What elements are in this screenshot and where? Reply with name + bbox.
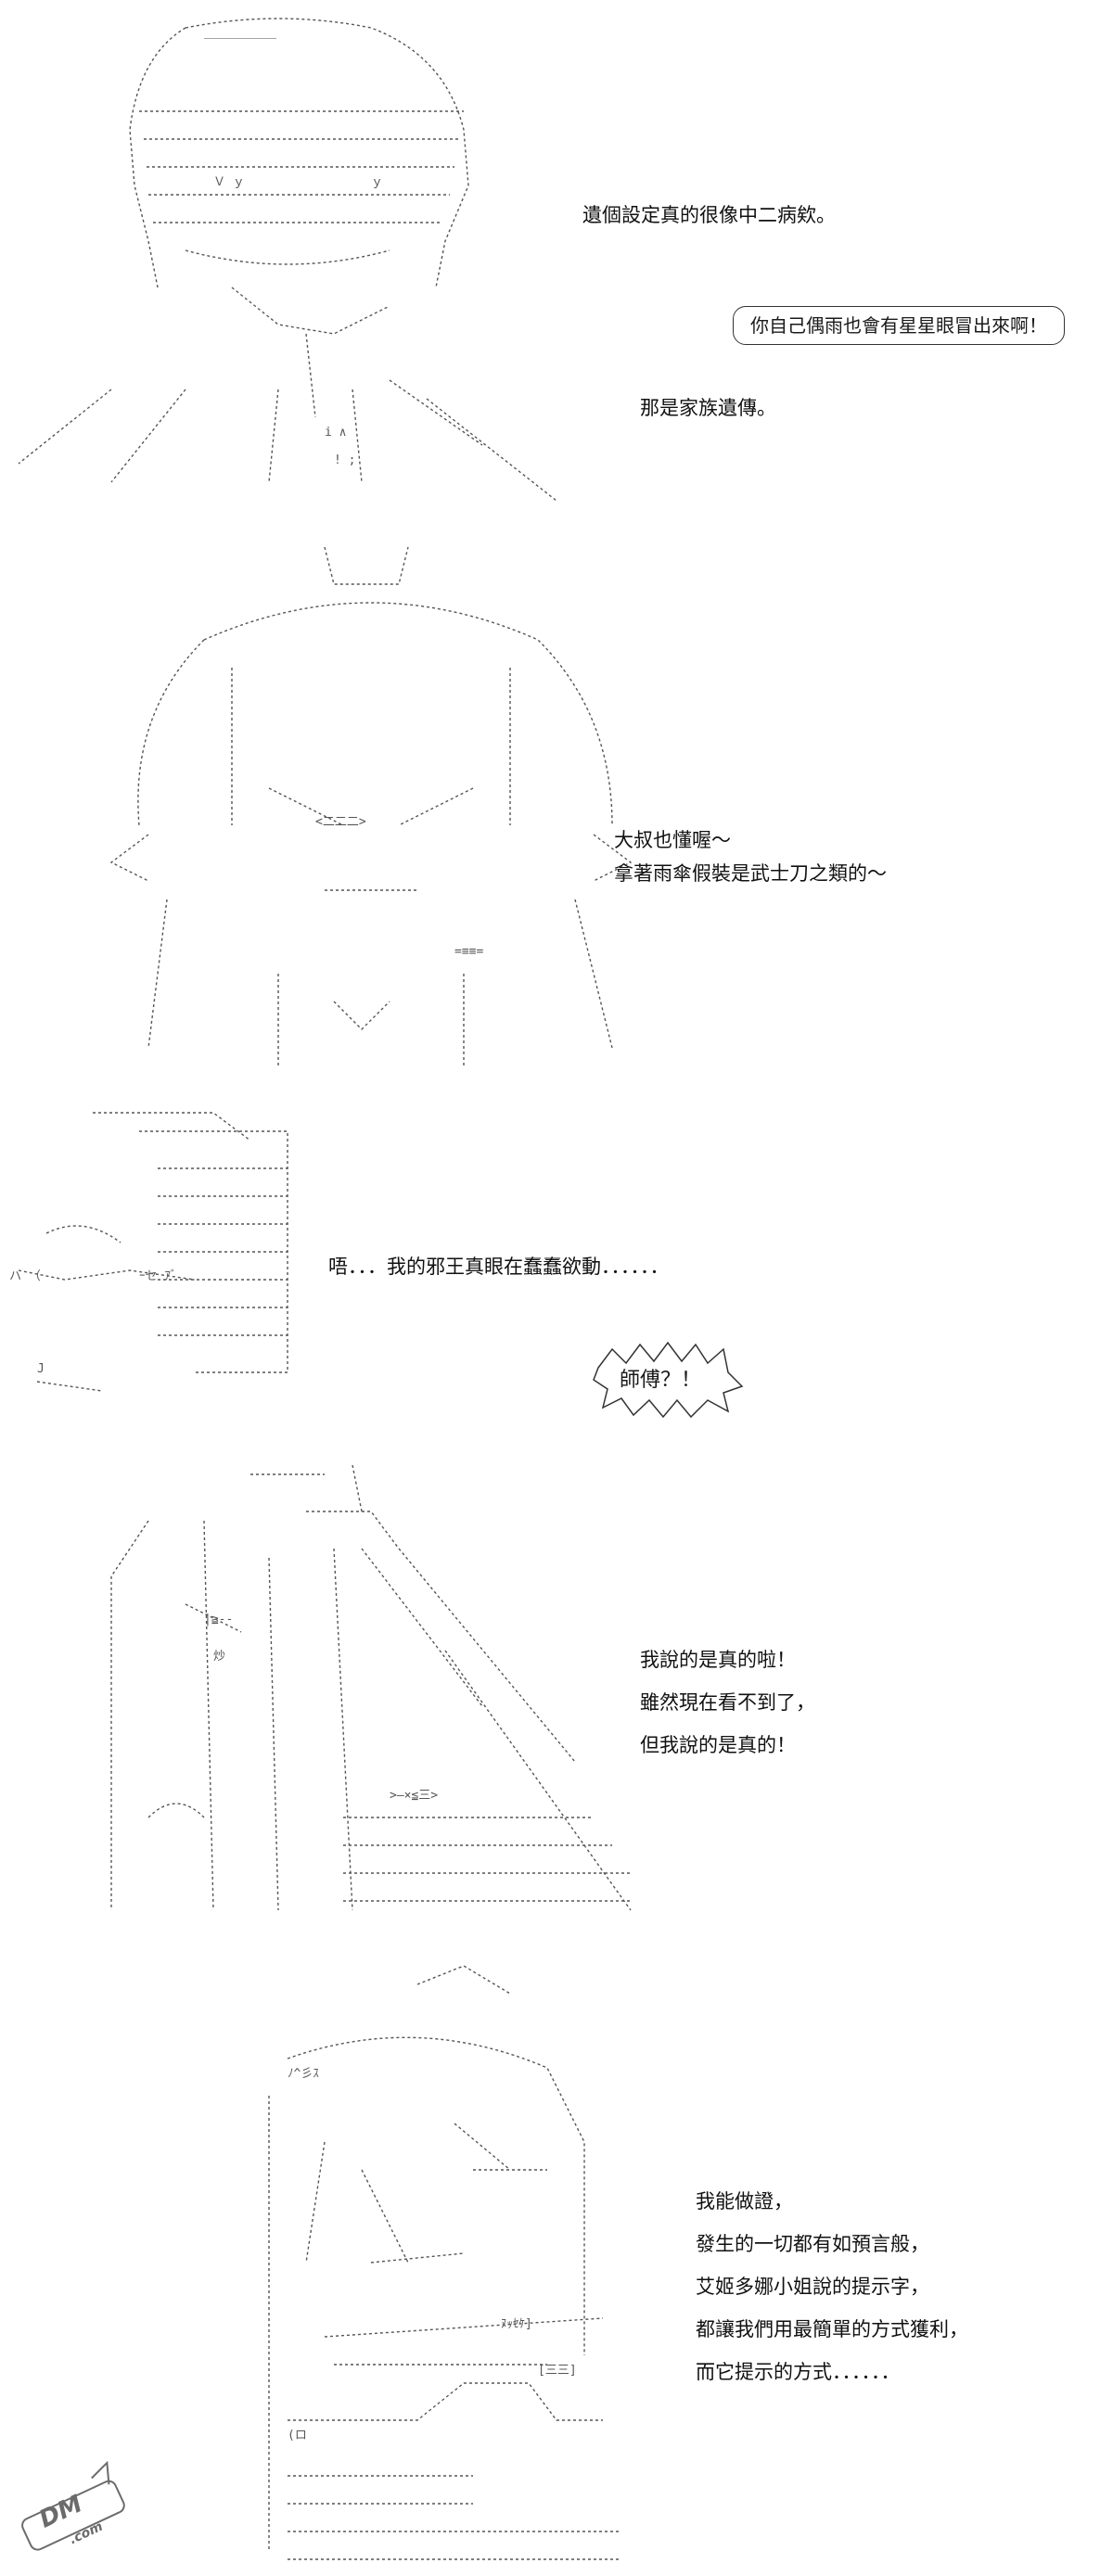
ascii-art-character-4: |≧-- 炒 >—×≦三> — [110, 1464, 632, 1911]
svg-text:|≧--: |≧-- — [204, 1613, 233, 1626]
dialogue-line: 拿著雨傘假裝是武士刀之類的～ — [614, 862, 887, 885]
panel-3: ハ （ ｰセ ｱﾞ J 唔．．．我的邪王真眼在蠢蠢欲動．．．．．． 師傅？！ — [0, 1094, 1113, 1428]
svg-text:ﾉ^彡ｽ: ﾉ^彡ｽ — [288, 2067, 319, 2081]
svg-text:J: J — [37, 1362, 45, 1376]
svg-text:ｙ: ｙ — [371, 175, 383, 189]
panel-5: ﾉ^彡ｽ ﾇｯｾｹ] [三三] (ロ 我能做證， 發生的一切都有如預言般， 艾姬… — [0, 1947, 1113, 2576]
narration-line: 都讓我們用最簡單的方式獲利， — [696, 2318, 968, 2340]
panel-4: |≧-- 炒 >—×≦三> 我說的是真的啦！ 雖然現在看不到了， 但我說的是真的… — [0, 1437, 1113, 1957]
svg-text:[三三]: [三三] — [538, 2364, 577, 2378]
svg-text:Ｖ ｙ: Ｖ ｙ — [213, 175, 245, 189]
panel-1: ＿＿＿＿＿＿ Ｖ ｙ ｙ i ∧ ! ; 遺個設定真的很像中二病欸。 你自己偶雨… — [0, 0, 1113, 519]
narration-line: 艾姬多娜小姐說的提示字， — [696, 2276, 929, 2298]
speech-bubble: 你自己偶雨也會有星星眼冒出來啊！ — [733, 306, 1065, 345]
ascii-art-character-5: ﾉ^彡ｽ ﾇｯｾｹ] [三三] (ロ — [268, 1965, 621, 2560]
ascii-art-character-1: ＿＿＿＿＿＿ Ｖ ｙ ｙ i ∧ ! ; — [18, 18, 557, 502]
svg-text:=≡≡=: =≡≡= — [454, 945, 483, 959]
svg-text:ﾇｯｾｹ]: ﾇｯｾｹ] — [501, 2317, 532, 2331]
dialogue-line: 大叔也懂喔～ — [614, 829, 731, 851]
dialogue-line: 唔．．．我的邪王真眼在蠢蠢欲動．．．．．． — [328, 1256, 670, 1278]
svg-text:! ;: ! ; — [334, 453, 355, 467]
spiky-bubble — [593, 1341, 744, 1419]
svg-text:>—×≦三>: >—×≦三> — [390, 1789, 438, 1803]
dialogue-line: 我說的是真的啦！ — [640, 1649, 796, 1671]
svg-text:i ∧: i ∧ — [325, 426, 346, 440]
panel-2: <二二二> =≡≡= 大叔也懂喔～ 拿著雨傘假裝是武士刀之類的～ — [0, 529, 1113, 1085]
svg-text:(ロ: (ロ — [288, 2429, 307, 2442]
svg-text:＿＿＿＿＿＿: ＿＿＿＿＿＿ — [204, 27, 276, 41]
svg-text:<二二二>: <二二二> — [315, 815, 366, 829]
svg-text:ｰセ ｱﾞ: ｰセ ｱﾞ — [139, 1269, 176, 1283]
dialogue-line: 但我說的是真的！ — [640, 1734, 796, 1756]
narration-line: 那是家族遺傳。 — [640, 397, 776, 419]
svg-text:ハ （: ハ （ — [9, 1269, 41, 1283]
svg-text:炒: 炒 — [213, 1650, 225, 1664]
spiky-bubble-label: 師傅？！ — [620, 1369, 702, 1392]
narration-line: 發生的一切都有如預言般， — [696, 2233, 929, 2255]
narration-line: 而它提示的方式．．．．．． — [696, 2361, 901, 2383]
site-watermark: DM .com — [13, 2459, 143, 2565]
narration-line: 我能做證， — [696, 2190, 793, 2213]
narration-line: 遺個設定真的很像中二病欸。 — [582, 204, 836, 226]
dialogue-line: 雖然現在看不到了， — [640, 1691, 815, 1714]
watermark-logo-icon — [21, 2460, 125, 2551]
ascii-art-character-2: <二二二> =≡≡= — [109, 546, 633, 1066]
ascii-art-character-3: ハ （ ｰセ ｱﾞ J — [9, 1112, 288, 1392]
